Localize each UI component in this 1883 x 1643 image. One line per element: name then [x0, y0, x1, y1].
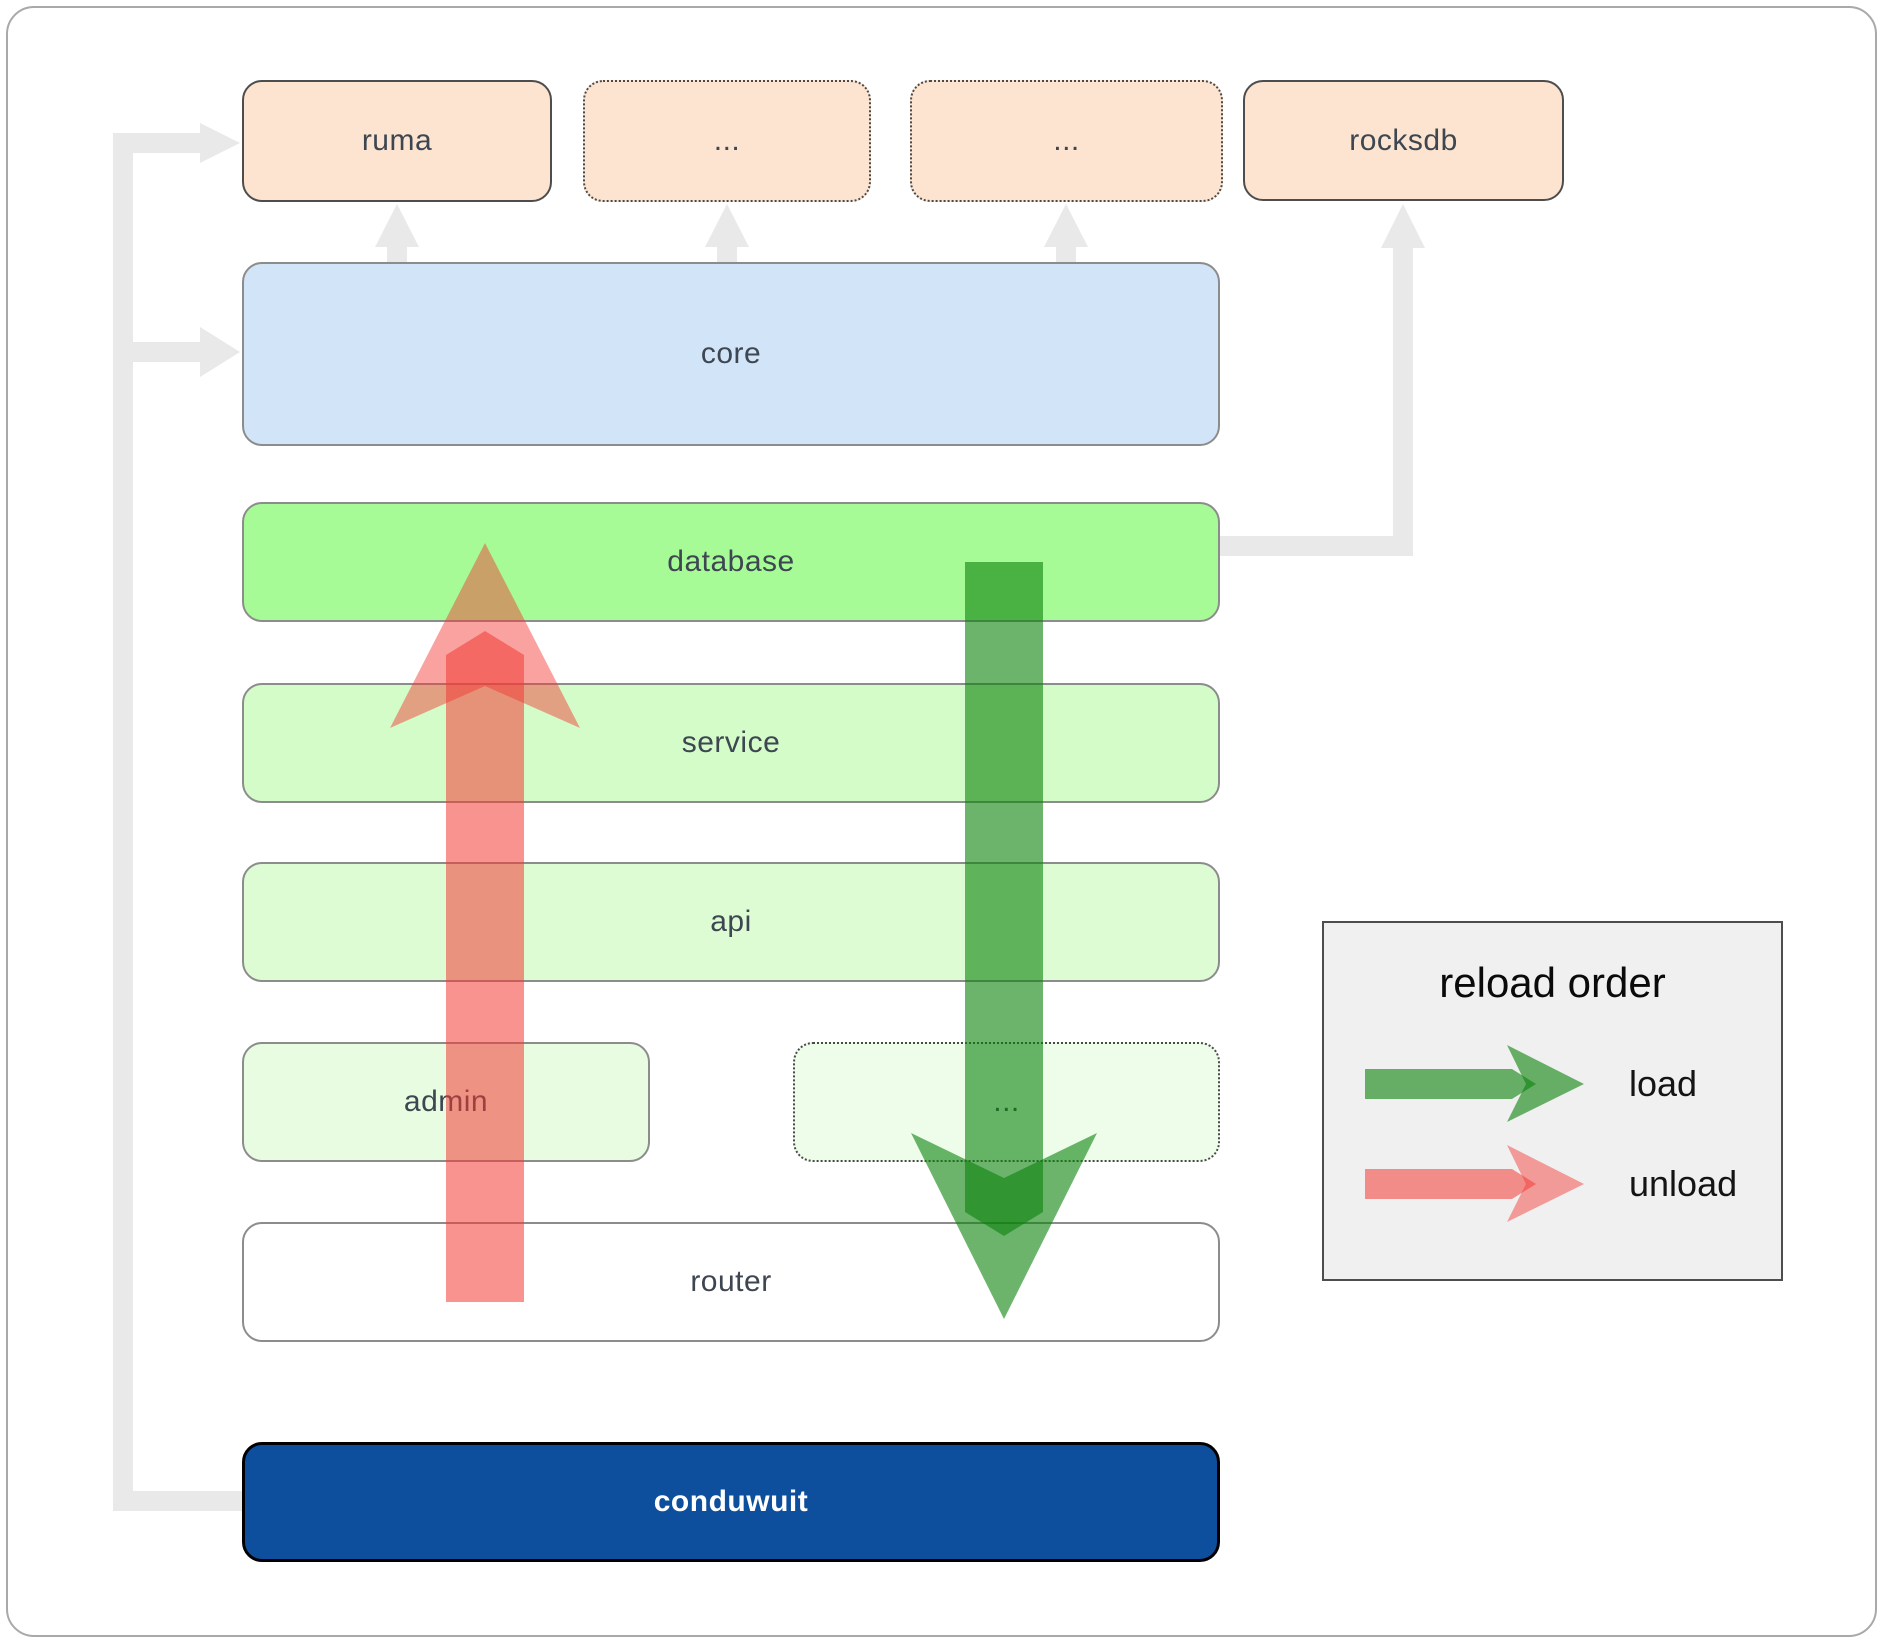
node-dots-1: ... — [583, 80, 871, 202]
node-ruma-label: ruma — [361, 124, 433, 157]
node-dots-2-label: ... — [1053, 124, 1080, 157]
node-rocksdb-label: rocksdb — [1349, 123, 1458, 157]
node-api-label: api — [710, 905, 752, 938]
legend-load-label: load — [1629, 1063, 1698, 1104]
node-admin-dots: ... — [793, 1042, 1220, 1162]
arrowhead-core-to-dots1 — [705, 204, 749, 247]
legend-unload-arrow-head — [1507, 1145, 1584, 1222]
node-service-label: service — [681, 726, 781, 759]
node-router: router — [242, 1222, 1220, 1342]
arrowhead-core-to-ruma — [375, 204, 419, 247]
legend-unload-arrow-shaft — [1365, 1169, 1536, 1199]
node-admin-dots-label: ... — [993, 1085, 1020, 1118]
legend-load-arrow-head — [1507, 1045, 1584, 1122]
node-database-label: database — [667, 545, 795, 578]
node-admin: admin — [242, 1042, 650, 1162]
node-service: service — [242, 683, 1220, 803]
node-dots-1-label: ... — [713, 124, 741, 157]
legend-reload-order: reload order load unload — [1322, 921, 1783, 1281]
node-rocksdb: rocksdb — [1243, 80, 1564, 201]
legend-arrows — [1365, 1045, 1584, 1222]
node-api: api — [242, 862, 1220, 982]
arrowhead-core-to-dots2 — [1044, 204, 1088, 247]
node-core: core — [242, 262, 1220, 446]
legend-unload-arrow — [1365, 1145, 1584, 1222]
legend-unload-label: unload — [1629, 1163, 1738, 1204]
arrowhead-into-ruma — [200, 123, 240, 163]
node-conduwuit-label: conduwuit — [653, 1485, 809, 1518]
node-router-label: router — [690, 1265, 772, 1298]
legend-load-arrow — [1365, 1045, 1584, 1122]
node-dots-2: ... — [910, 80, 1223, 202]
node-admin-label: admin — [403, 1085, 489, 1118]
arrowhead-into-rocksdb — [1381, 204, 1425, 248]
conduwuit-feedback-elbow — [113, 123, 242, 1511]
node-ruma: ruma — [242, 80, 552, 202]
arrowhead-into-core — [200, 327, 240, 377]
legend-title: reload order — [1439, 959, 1666, 1006]
core-to-top-stubs — [375, 204, 1088, 262]
node-conduwuit: conduwuit — [242, 1442, 1220, 1562]
node-core-label: core — [700, 337, 762, 370]
legend-load-arrow-shaft — [1365, 1069, 1536, 1099]
outer-frame — [6, 6, 1877, 1637]
node-database: database — [242, 502, 1220, 622]
database-to-rocksdb-elbow — [1220, 204, 1425, 556]
